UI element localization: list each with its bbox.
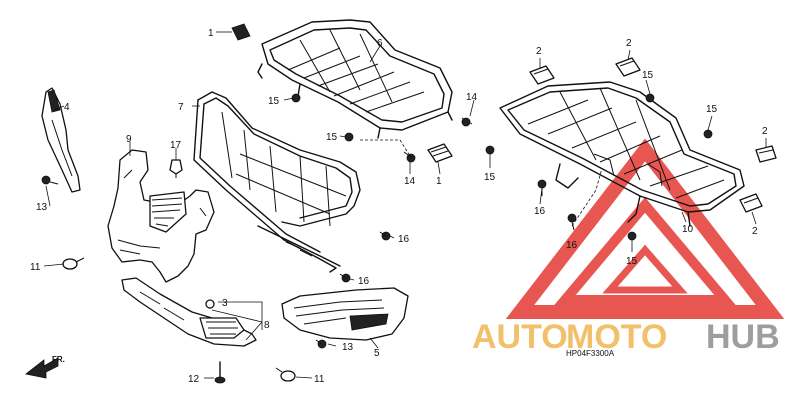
grommet-part-3 xyxy=(205,299,215,309)
callout-4: 4 xyxy=(64,102,70,113)
callout-9: 9 xyxy=(126,134,132,145)
bolt-part-16-d xyxy=(567,213,577,231)
callout-8: 8 xyxy=(264,320,270,331)
rubber-pad-part-2-c xyxy=(755,145,777,163)
callout-2-d: 2 xyxy=(752,226,758,237)
rear-carrier-part-6 xyxy=(257,19,453,139)
clip-part-17 xyxy=(169,159,183,178)
callout-1: 1 xyxy=(208,28,214,39)
rubber-pad-part-2-a xyxy=(529,65,555,85)
front-direction-label: FR. xyxy=(52,355,65,364)
callout-5: 5 xyxy=(374,348,380,359)
callout-15-mid: 15 xyxy=(326,132,338,143)
callout-10: 10 xyxy=(682,224,694,235)
bolt-part-16-b xyxy=(339,273,351,283)
callout-16-d: 16 xyxy=(566,240,578,251)
bolt-part-11-bottom xyxy=(275,367,296,382)
callout-6: 6 xyxy=(377,38,383,49)
lower-cover-part-5 xyxy=(281,287,409,341)
watermark-logo xyxy=(505,138,785,319)
side-panel-part-4 xyxy=(41,87,81,193)
callout-13-bottom: 13 xyxy=(342,342,354,353)
front-direction-indicator: FR. xyxy=(25,355,65,379)
bolt-part-11-left xyxy=(62,257,85,270)
callout-14-upper: 14 xyxy=(466,92,478,103)
rubber-pad-part-2-d xyxy=(739,193,763,213)
callout-7: 7 xyxy=(178,102,184,113)
callout-13-left: 13 xyxy=(36,202,48,213)
screw-part-13-left xyxy=(41,175,59,185)
callout-2-c: 2 xyxy=(762,126,768,137)
callout-2-a: 2 xyxy=(536,46,542,57)
rubber-pad-part-2-b xyxy=(615,57,641,77)
front-cover-part-9 xyxy=(107,149,215,283)
rubber-pad-part-1-top xyxy=(231,23,251,41)
watermark-text: AUTO MOTO HUB xyxy=(472,318,780,356)
watermark-word-hub: HUB xyxy=(706,318,780,356)
watermark-word-auto: AUTO xyxy=(472,318,568,356)
callout-16-a: 16 xyxy=(398,234,410,245)
rubber-pad-part-1-right xyxy=(427,143,453,163)
callout-14-lower: 14 xyxy=(404,176,416,187)
bolt-part-12 xyxy=(214,361,226,384)
callout-15-b: 15 xyxy=(706,104,718,115)
callout-15-top: 15 xyxy=(268,96,280,107)
callout-15-a: 15 xyxy=(642,70,654,81)
screw-part-13-bottom xyxy=(315,339,327,349)
callout-11-left: 11 xyxy=(30,262,41,273)
callout-16-c: 16 xyxy=(534,206,546,217)
rear-carrier-part-10 xyxy=(499,81,745,227)
callout-1-lower: 1 xyxy=(436,176,442,187)
collar-part-15-a xyxy=(645,93,655,103)
callout-11-bottom: 11 xyxy=(314,374,325,385)
collar-part-15-upper xyxy=(344,132,354,142)
callout-17: 17 xyxy=(170,140,182,151)
callout-12: 12 xyxy=(188,374,200,385)
bolt-part-16-a xyxy=(379,231,391,241)
front-carrier-part-7 xyxy=(193,91,361,273)
watermark-triangle xyxy=(505,138,785,319)
callout-3: 3 xyxy=(222,298,228,309)
callout-2-b: 2 xyxy=(626,38,632,49)
collar-part-15-b xyxy=(703,129,713,139)
callout-labels: 1 6 15 7 4 9 17 13 11 14 15 14 1 16 16 3… xyxy=(30,28,768,385)
leader-lines xyxy=(43,31,767,379)
callout-16-b: 16 xyxy=(358,276,370,287)
watermark-word-moto: MOTO xyxy=(566,318,667,356)
collar-part-15-c xyxy=(485,145,495,155)
skid-plate-part-8 xyxy=(121,277,257,347)
callout-15-d: 15 xyxy=(626,256,638,267)
diagram-code: HP04F3300A xyxy=(566,349,615,358)
callout-15-c: 15 xyxy=(484,172,496,183)
collar-part-15-d xyxy=(627,231,637,241)
bolt-part-14-upper xyxy=(461,117,473,127)
bolt-part-14-lower xyxy=(403,151,416,163)
